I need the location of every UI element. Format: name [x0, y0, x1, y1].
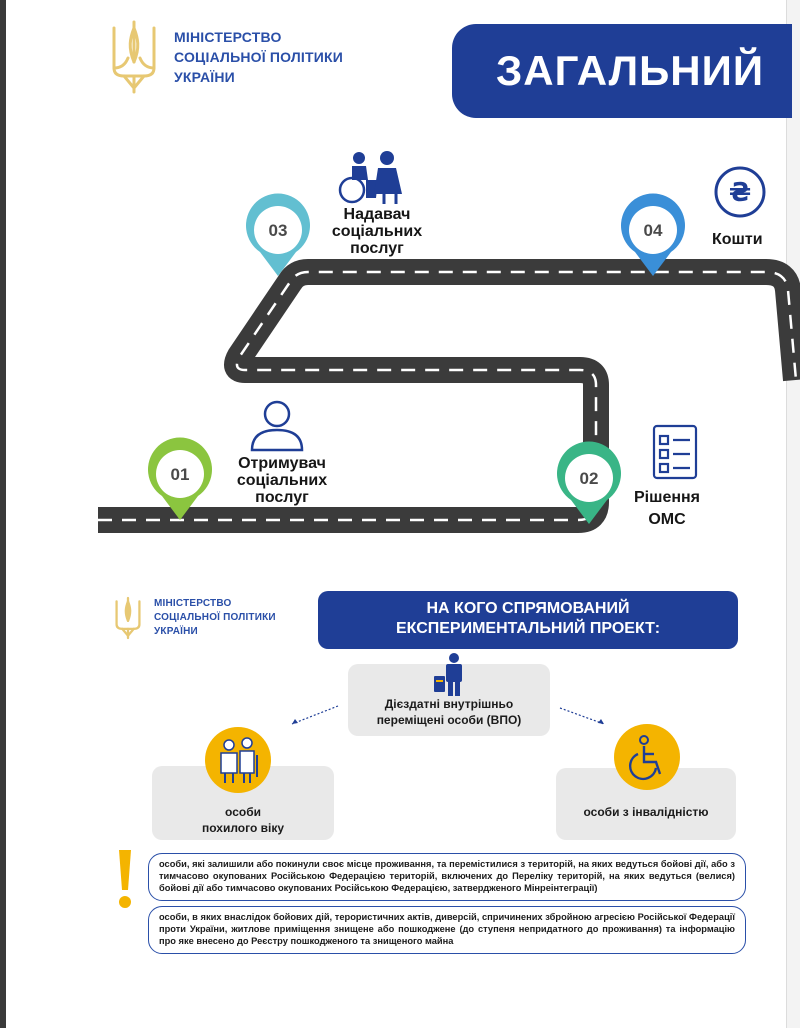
wheelchair-icon [614, 724, 680, 790]
page-title: ЗАГАЛЬНИЙ [496, 47, 765, 94]
svg-text:₴: ₴ [729, 178, 751, 208]
window-edge-left [0, 0, 6, 1028]
pin-02 [557, 441, 621, 524]
ministry-logo-block-secondary: МІНІСТЕРСТВО СОЦІАЛЬНОЇ ПОЛІТИКИ УКРАЇНИ [112, 594, 276, 642]
trident-emblem-icon [115, 596, 141, 640]
ministry-logo-block: МІНІСТЕРСТВО СОЦІАЛЬНОЇ ПОЛІТИКИ УКРАЇНИ [106, 18, 343, 96]
step-number-03: 03 [268, 221, 288, 240]
page-title-banner: ЗАГАЛЬНИЙ [452, 24, 792, 118]
hryvnia-icon: ₴ [714, 166, 766, 218]
step-number-02: 02 [579, 469, 599, 488]
ministry-name: МІНІСТЕРСТВО СОЦІАЛЬНОЇ ПОЛІТИКИ УКРАЇНИ [174, 29, 344, 85]
traveler-luggage-icon [434, 653, 462, 696]
trident-emblem-icon [112, 20, 156, 94]
scrollbar[interactable] [786, 0, 800, 1028]
target-card-vpo: Дієздатні внутрішньо переміщені особи (В… [348, 653, 550, 736]
pin-01 [148, 437, 212, 520]
warning-exclamation-icon [119, 850, 131, 908]
step-number-01: 01 [170, 465, 190, 484]
note-criteria-2: особи, в яких внаслідок бойових дій, тер… [148, 906, 746, 954]
checklist-icon [652, 424, 698, 480]
step-number-04: 04 [643, 221, 663, 240]
elderly-couple-icon [205, 727, 271, 793]
roadmap: ₴ [98, 151, 800, 533]
note-criteria-1: особи, які залишили або покинули своє мі… [148, 853, 746, 901]
pin-03 [245, 193, 310, 276]
step-label-03: Надавач соціальних послуг [331, 206, 423, 257]
pin-04 [621, 193, 685, 276]
step-label-01: Отримувач соціальних послуг [236, 455, 328, 506]
person-icon [250, 400, 304, 452]
target-banner: НА КОГО СПРЯМОВАНИЙ ЕКСПЕРИМЕНТАЛЬНИЙ ПР… [318, 591, 738, 649]
step-label-04: Кошти [712, 231, 763, 248]
step-label-02: Рішення ОМС [633, 489, 700, 528]
ministry-name-secondary: МІНІСТЕРСТВО СОЦІАЛЬНОЇ ПОЛІТИКИ УКРАЇНИ [154, 598, 276, 637]
caregiver-wheelchair-icon [338, 151, 402, 204]
